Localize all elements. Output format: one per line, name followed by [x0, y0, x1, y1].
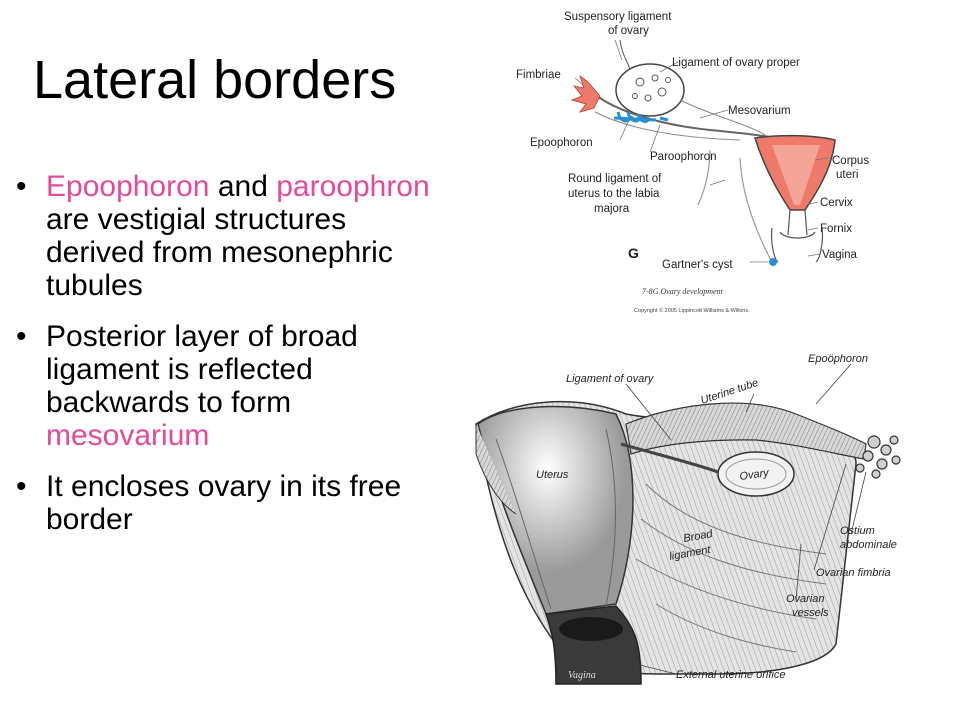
bullet-part: paroophron	[276, 170, 430, 203]
fimbriae-shape	[570, 74, 601, 113]
label-epoophoron-b: Epoöphoron	[808, 353, 868, 365]
label-ostium-1: Ostium	[840, 525, 875, 537]
label-ovary: Ovary	[739, 467, 771, 483]
label-suspensory-1: Suspensory ligament	[564, 11, 672, 23]
label-vagina-b: Vagina	[568, 670, 596, 681]
bullet-dot: •	[16, 170, 27, 203]
label-corpus-1: Corpus	[832, 155, 869, 167]
label-corpus-2: uteri	[836, 169, 858, 181]
label-epoophoron: Epoophoron	[530, 137, 593, 149]
bullet-part: Epoophoron	[46, 170, 210, 203]
figure-caption: 7-8G Ovary development	[642, 287, 724, 296]
bullet-list: • Epoophoron and paroophron are vestigial…	[16, 170, 431, 554]
label-ligament-ovary: Ligament of ovary	[566, 373, 655, 385]
fimbriae-engraving	[855, 435, 901, 479]
label-external-orifice: External uterine orifice	[676, 669, 785, 681]
label-fornix: Fornix	[820, 223, 852, 235]
label-cervix: Cervix	[820, 197, 853, 209]
figure-copyright: Copyright © 2005 Lippincott Williams & W…	[634, 307, 750, 314]
bullet-item: • It encloses ovary in its free border	[16, 470, 431, 536]
label-suspensory-2: of ovary	[608, 25, 649, 37]
label-round-2: uterus to the labia	[568, 188, 660, 200]
label-mesovarium: Mesovarium	[728, 105, 791, 117]
label-round-1: Round ligament of	[568, 173, 662, 185]
bullet-part: are vestigial structures derived from me…	[46, 203, 393, 302]
label-round-3: majora	[594, 203, 630, 215]
bullet-item: • Posterior layer of broad ligament is re…	[16, 320, 431, 452]
uterus-body-shape	[477, 405, 634, 615]
label-ligament-proper: Ligament of ovary proper	[672, 57, 800, 69]
gartners-cyst-shape	[769, 258, 777, 266]
label-broad-1: Broad	[682, 528, 714, 545]
label-gartner: Gartner's cyst	[662, 259, 733, 271]
bullet-dot: •	[16, 320, 27, 353]
bullet-dot: •	[16, 470, 27, 503]
bullet-part: It encloses ovary in its free border	[46, 470, 402, 536]
epoophoron-shape	[613, 111, 669, 123]
bullet-part: Posterior layer of broad ligament is ref…	[46, 320, 358, 419]
label-ovarian-vessels-2: vessels	[792, 607, 829, 619]
bullet-item: • Epoophoron and paroophron are vestigial…	[16, 170, 431, 302]
label-uterus: Uterus	[536, 469, 569, 481]
label-paroophoron: Paroophoron	[650, 151, 717, 163]
bullet-part: mesovarium	[46, 419, 210, 452]
label-fimbriae: Fimbriae	[516, 69, 561, 81]
label-ostium-2: abdominale	[840, 539, 897, 551]
ovary-development-diagram: Suspensory ligament of ovary Ligament of…	[516, 11, 869, 314]
panel-letter: G	[628, 245, 639, 261]
label-ovarian-fimbria: Ovarian fimbria	[816, 567, 891, 579]
broad-ligament-engraving: Epoöphoron Ligament of ovary Uterine tub…	[475, 353, 901, 685]
bullet-part: and	[209, 170, 277, 203]
slide-title: Lateral borders	[33, 50, 397, 110]
ovary-shape	[717, 451, 795, 497]
label-uterine-tube: Uterine tube	[699, 377, 760, 407]
label-vagina: Vagina	[822, 249, 858, 261]
label-ovarian-vessels-1: Ovarian	[786, 593, 825, 605]
uterus-shape	[754, 134, 836, 211]
